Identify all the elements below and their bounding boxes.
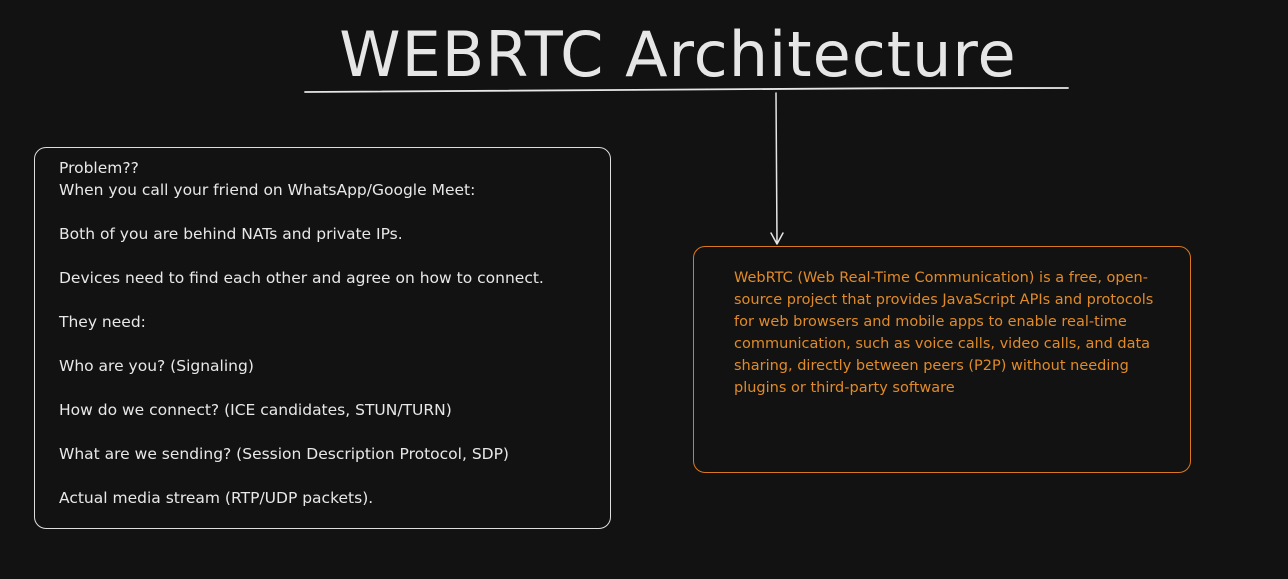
problem-line: How do we connect? (ICE candidates, STUN…: [59, 401, 452, 419]
problem-line: [59, 465, 604, 487]
problem-line: Problem??: [59, 159, 139, 177]
definition-text: WebRTC (Web Real-Time Communication) is …: [734, 270, 1154, 396]
problem-line: [59, 333, 604, 355]
problem-line: When you call your friend on WhatsApp/Go…: [59, 181, 476, 199]
problem-line: [59, 201, 604, 223]
problem-line: What are we sending? (Session Descriptio…: [59, 445, 509, 463]
problem-line: Actual media stream (RTP/UDP packets).: [59, 489, 374, 507]
connector-arrow-head: [770, 232, 784, 245]
problem-line: [59, 377, 604, 399]
problem-line: [59, 245, 604, 267]
problem-line: [59, 421, 604, 443]
problem-line: Who are you? (Signaling): [59, 357, 254, 375]
problem-line: Both of you are behind NATs and private …: [59, 225, 403, 243]
problem-line: [59, 289, 604, 311]
problem-line: They need:: [59, 313, 146, 331]
problem-text: Problem?? When you call your friend on W…: [59, 157, 604, 509]
title-underline: [304, 87, 1069, 93]
diagram-title: WEBRTC Architecture: [339, 18, 1017, 91]
problem-box: [34, 147, 611, 529]
definition-box: [693, 246, 1191, 473]
connector-arrow-line: [775, 92, 778, 244]
problem-line: Devices need to find each other and agre…: [59, 269, 544, 287]
